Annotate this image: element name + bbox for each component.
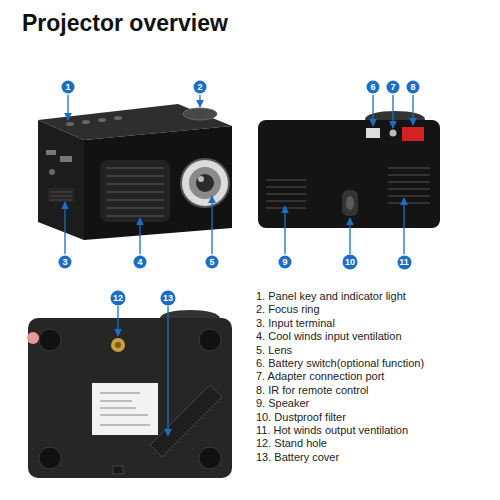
- part-name: 12. Stand hole: [256, 437, 327, 449]
- callout-number: 10: [342, 254, 358, 270]
- part-name: 10. Dustproof filter: [256, 411, 346, 423]
- part-name: 5. Lens: [256, 344, 292, 356]
- callout-circle: 10: [342, 254, 358, 270]
- callout-number: 4: [133, 255, 147, 269]
- callout-number: 13: [160, 290, 176, 306]
- bottom-view: [27, 310, 232, 478]
- callout-circle: 5: [205, 255, 219, 269]
- callout-circle: 6: [366, 80, 380, 94]
- callout-number: 2: [193, 80, 207, 94]
- part-name: 3. Input terminal: [256, 317, 335, 329]
- callout-number: 12: [110, 290, 126, 306]
- part-name: 1. Panel key and indicator light: [256, 290, 406, 302]
- callout-number: 7: [386, 80, 400, 94]
- part-name: 8. IR for remote control: [256, 384, 369, 396]
- part-name: 11. Hot winds output ventilation: [256, 424, 408, 436]
- callout-circle: 4: [133, 255, 147, 269]
- part-name: 7. Adapter connection port: [256, 370, 384, 382]
- callout-circle: 11: [397, 255, 412, 270]
- part-name: 13. Battery cover: [256, 451, 339, 463]
- part-name: 2. Focus ring: [256, 303, 320, 315]
- callout-number: 5: [205, 255, 219, 269]
- callout-number: 1: [61, 80, 75, 94]
- callout-number: 11: [397, 255, 412, 270]
- callout-circle: 2: [193, 80, 207, 94]
- callout-circle: 7: [386, 80, 400, 94]
- callout-number: 9: [278, 255, 292, 269]
- front-view: [38, 104, 232, 240]
- part-name: 4. Cool winds input ventilation: [256, 330, 402, 342]
- callout-number: 6: [366, 80, 380, 94]
- callout-circle: 12: [110, 290, 126, 306]
- part-name: 6. Battery switch(optional function): [256, 357, 424, 369]
- title: Projector overview: [22, 10, 228, 37]
- callout-number: 8: [406, 80, 420, 94]
- callout-number: 3: [58, 255, 72, 269]
- callout-circle: 9: [278, 255, 292, 269]
- callout-circle: 13: [160, 290, 176, 306]
- callout-circle: 3: [58, 255, 72, 269]
- leader-lines: [65, 95, 413, 436]
- callout-circle: 8: [406, 80, 420, 94]
- callout-circle: 1: [61, 80, 75, 94]
- part-name: 9. Speaker: [256, 397, 309, 409]
